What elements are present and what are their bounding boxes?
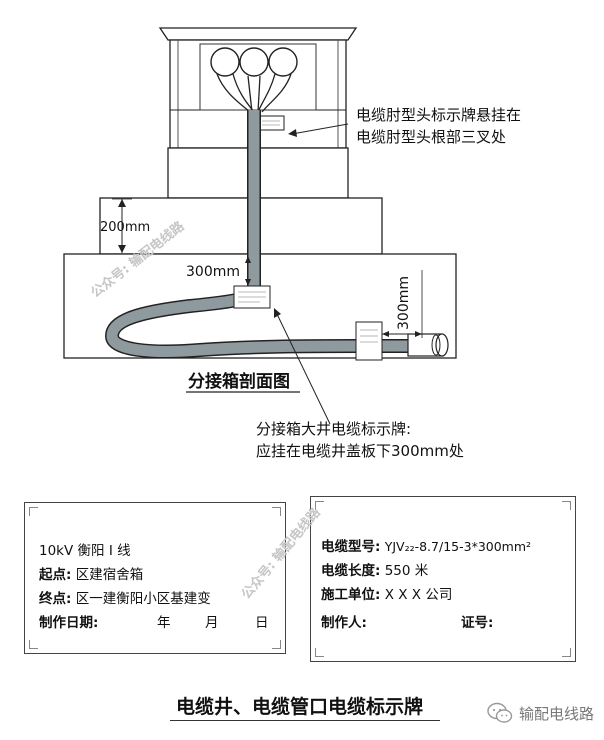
brand-name: 输配电线路	[518, 704, 594, 723]
sign-card-left: 10kV 衡阳 I 线 起点: 区建宿舍箱 终点: 区一建衡阳小区基建变 制作日…	[24, 502, 286, 654]
note-elbow-sign: 电缆肘型头标示牌悬挂在 电缆肘型头根部三叉处	[356, 104, 521, 148]
wechat-icon	[487, 702, 513, 723]
note-bottom-line-1: 分接箱大井电缆标示牌:	[256, 420, 412, 438]
sign-start-value: 区建宿舍箱	[75, 567, 144, 583]
dim-200-label: 200mm	[100, 220, 150, 235]
sign-start-label: 起点:	[39, 567, 72, 583]
sign-date-month: 月	[205, 615, 219, 631]
sign-length-value: 550 米	[384, 563, 429, 579]
sign-end-value: 区一建衡阳小区基建变	[75, 591, 211, 607]
sign-date-label: 制作日期:	[39, 615, 99, 631]
note-top-line-1: 电缆肘型头标示牌悬挂在	[356, 106, 522, 124]
concrete-slab	[99, 197, 383, 255]
sign-card-right: 电缆型号: YJV₂₂-8.7/15-3*300mm² 电缆长度: 550 米 …	[310, 496, 576, 662]
box-roof	[158, 27, 358, 41]
sign-cert-label: 证号:	[461, 615, 494, 631]
note-top-line-2: 电缆肘型头根部三叉处	[356, 128, 507, 146]
sign-date-year: 年	[157, 615, 171, 631]
elbow-terminal-middle	[239, 47, 269, 77]
sign-model: 电缆型号: YJV₂₂-8.7/15-3*300mm²	[321, 535, 531, 555]
bottom-title-underline	[170, 720, 440, 721]
elbow-tag	[257, 115, 285, 131]
sign-start: 起点: 区建宿舍箱	[39, 563, 143, 583]
dim-300-vertical-label: 300mm	[186, 264, 240, 280]
sign-end-label: 终点:	[39, 591, 72, 607]
pipe-tag	[355, 321, 383, 361]
sign-line-name: 10kV 衡阳 I 线	[39, 543, 131, 559]
sign-unit-value: X X X 公司	[384, 587, 453, 603]
sign-end: 终点: 区一建衡阳小区基建变	[39, 587, 211, 607]
note-bottom-line-2: 应挂在电缆井盖板下300mm处	[256, 442, 464, 460]
sign-model-value: YJV₂₂-8.7/15-3*300mm²	[384, 539, 532, 554]
section-title: 分接箱剖面图	[188, 372, 290, 392]
sign-length-label: 电缆长度:	[321, 563, 381, 579]
bottom-title: 电缆井、电缆管口电缆标示牌	[176, 696, 424, 718]
sign-length: 电缆长度: 550 米	[321, 559, 428, 579]
cable-section-diagram: 200mm 300mm 300mm	[63, 27, 457, 425]
elbow-terminal-right	[268, 47, 298, 77]
sign-date-day: 日	[255, 615, 269, 631]
footer-brand: 输配电线路	[487, 702, 594, 724]
sign-maker-label: 制作人:	[321, 615, 367, 631]
sign-unit: 施工单位: X X X 公司	[321, 583, 452, 603]
dim-300-horizontal-label: 300mm	[396, 276, 412, 330]
sign-model-label: 电缆型号:	[321, 539, 381, 555]
note-well-sign: 分接箱大井电缆标示牌: 应挂在电缆井盖板下300mm处	[256, 418, 464, 462]
elbow-terminal-left	[210, 47, 240, 77]
sign-unit-label: 施工单位:	[321, 587, 381, 603]
